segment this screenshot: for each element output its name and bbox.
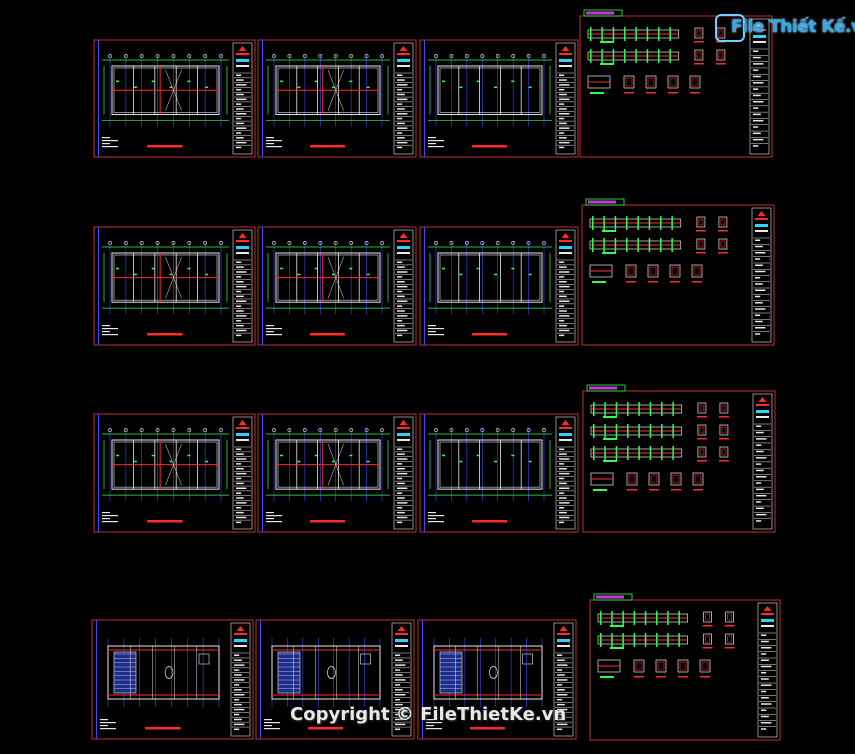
plan-sheet (91, 619, 254, 740)
copyright-watermark: Copyright © FileThietKe.vn (290, 704, 567, 725)
detail-sheet (579, 9, 773, 158)
drawing-row (93, 384, 776, 533)
drawing-row (93, 198, 775, 346)
plan-sheet (257, 226, 417, 346)
plan-sheet (93, 226, 256, 346)
plan-sheet (417, 619, 577, 740)
plan-sheet (93, 39, 256, 158)
drawing-row (91, 593, 781, 741)
watermark-logo: File Thiết Kế.vn (713, 8, 855, 48)
plan-sheet (419, 226, 579, 346)
plan-sheet (93, 413, 256, 533)
detail-sheet (589, 593, 781, 741)
plan-sheet (257, 413, 417, 533)
plan-sheet (255, 619, 415, 740)
file-icon (715, 14, 745, 42)
plan-sheet (419, 39, 579, 158)
detail-sheet (582, 384, 776, 533)
plan-sheet (419, 413, 579, 533)
drawing-row (93, 9, 773, 158)
watermark-logo-text: File Thiết Kế.vn (731, 17, 855, 37)
plan-sheet (257, 39, 417, 158)
detail-sheet (581, 198, 775, 346)
